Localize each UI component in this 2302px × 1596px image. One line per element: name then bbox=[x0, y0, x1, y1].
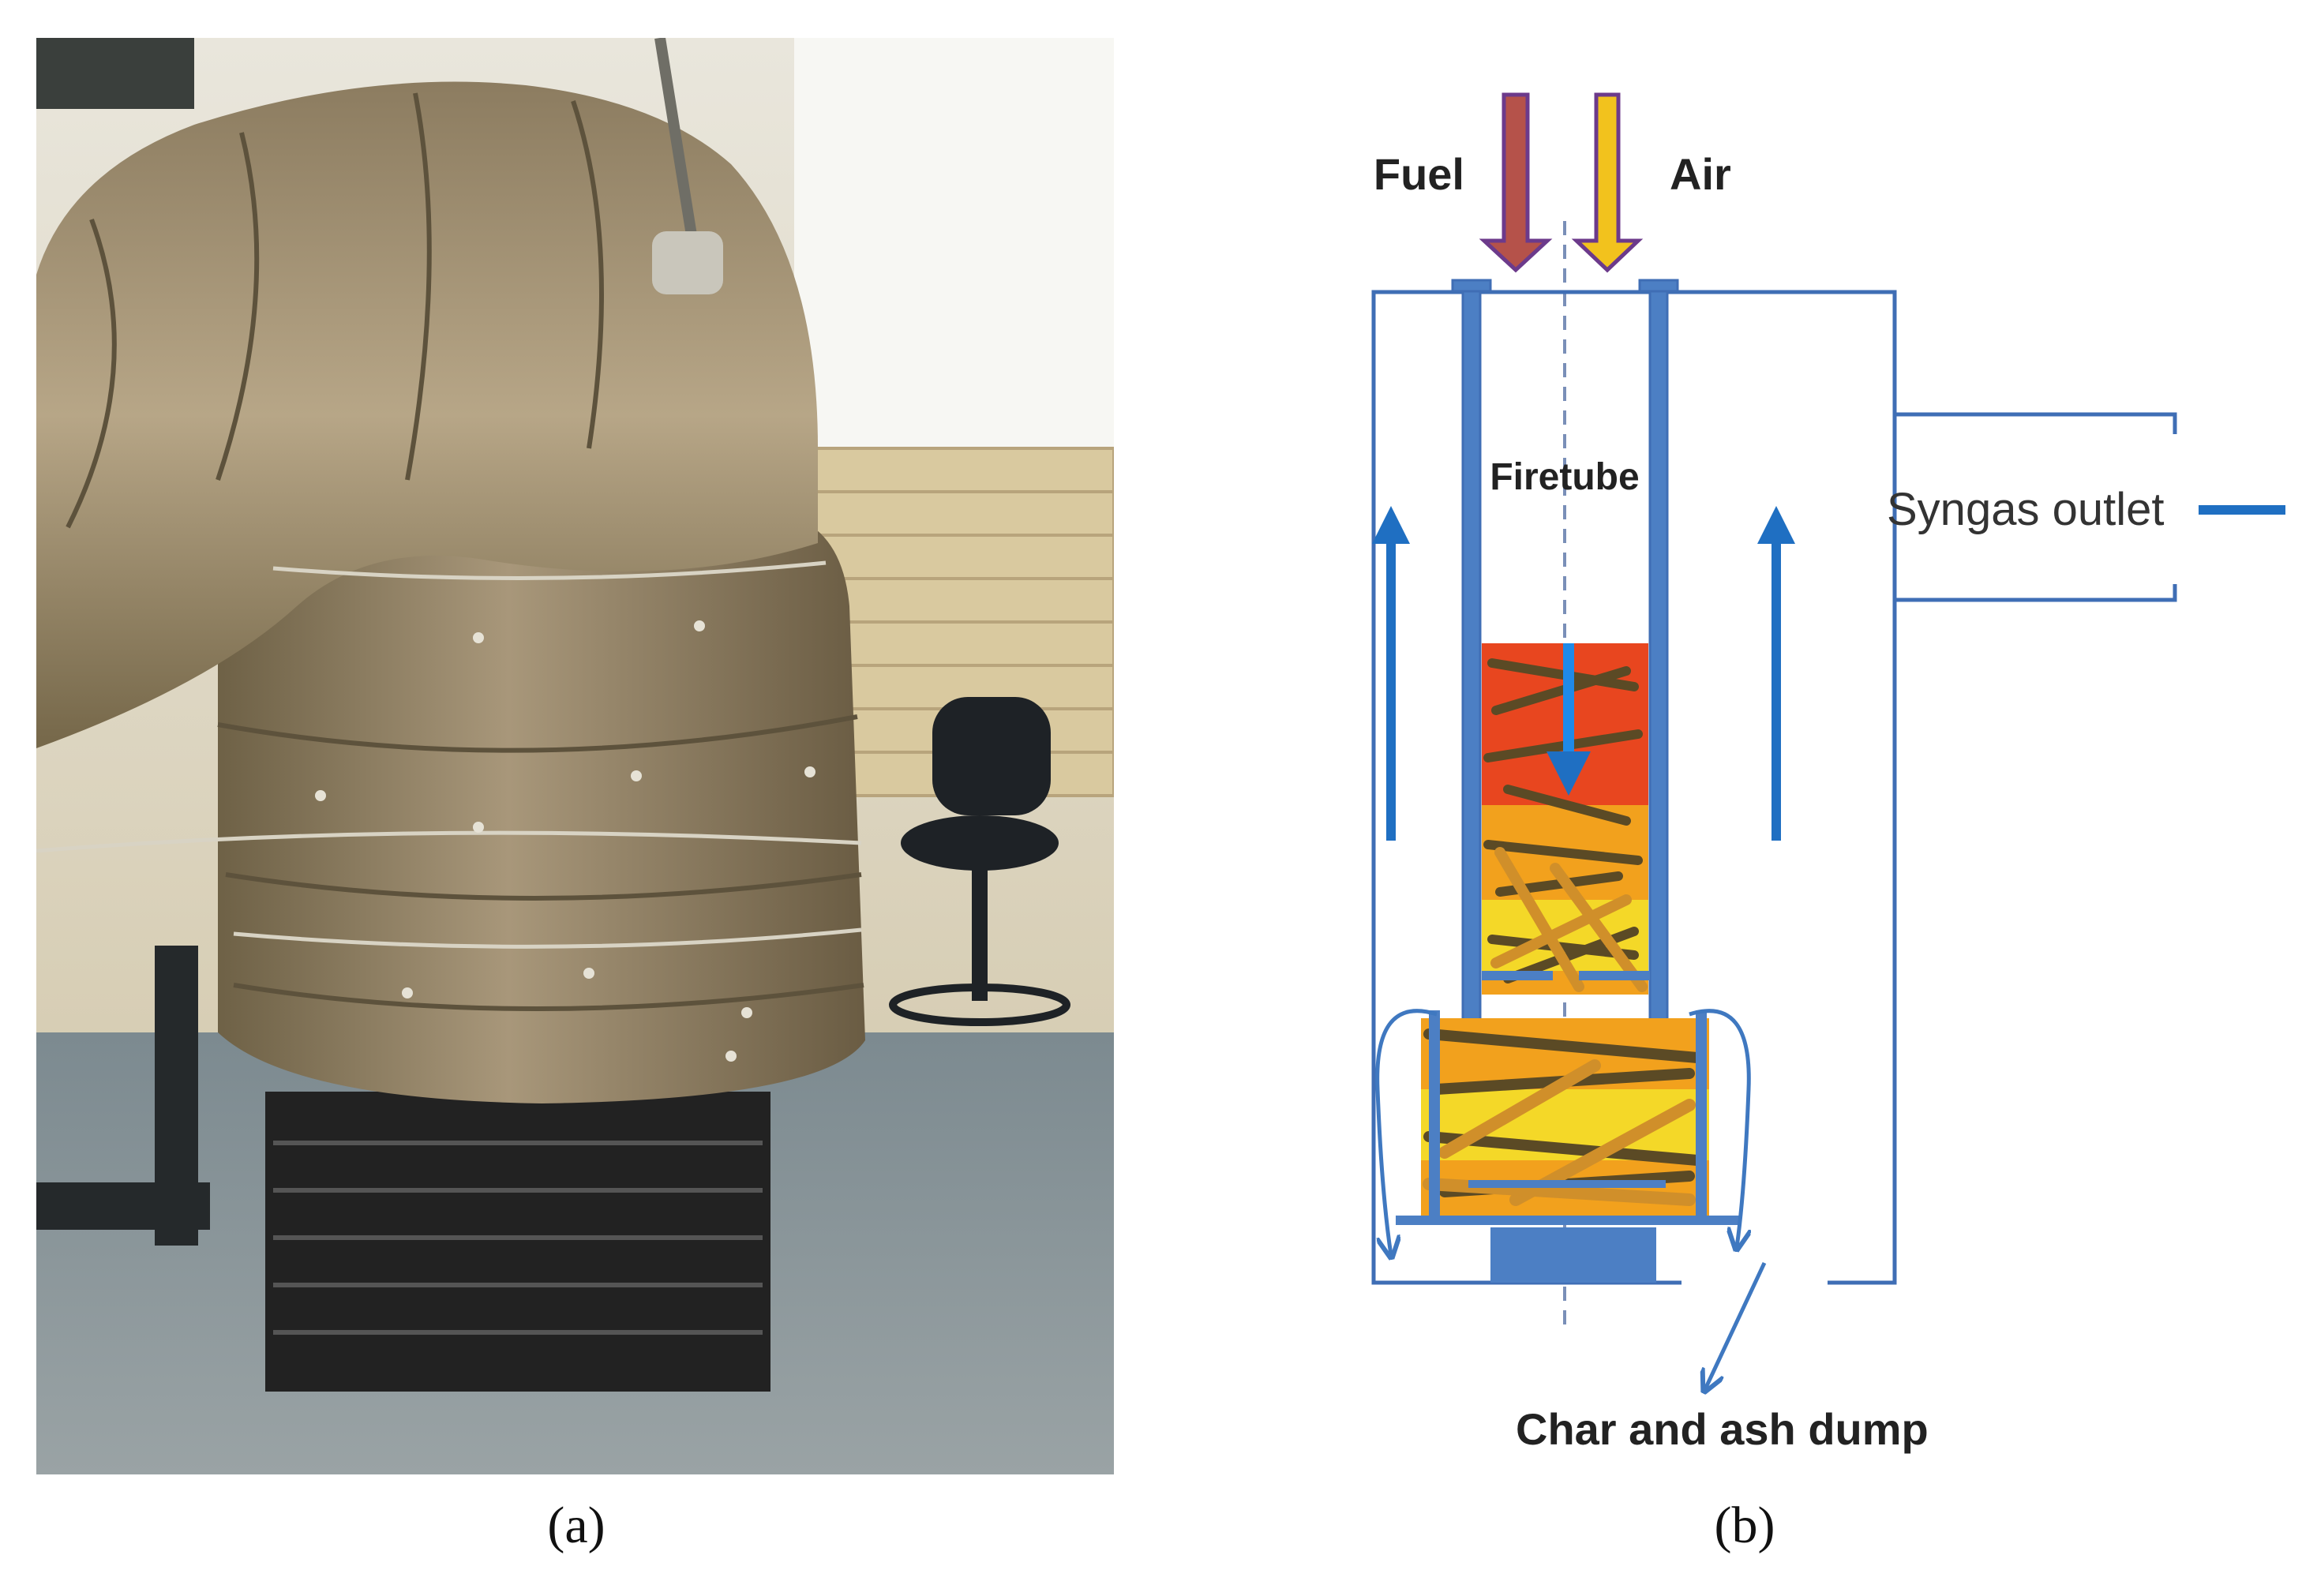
air-inlet-arrow bbox=[1571, 92, 1644, 273]
caption-b: (b) bbox=[1714, 1497, 1775, 1554]
gasifier-photo bbox=[36, 36, 1115, 1474]
caption-a: (a) bbox=[547, 1497, 605, 1554]
background-machinery bbox=[36, 38, 194, 109]
bottom-grate bbox=[1396, 1010, 1739, 1225]
ash-plenum bbox=[1490, 1227, 1656, 1283]
fuel-inlet-arrow bbox=[1479, 92, 1553, 273]
rivets bbox=[315, 620, 815, 1062]
insulated-body bbox=[217, 511, 865, 1103]
syngas-outlet-label: Syngas outlet bbox=[1887, 484, 2164, 535]
gasifier-schematic: Fuel Air Syngas outlet Firetube bbox=[1184, 63, 2289, 1500]
firetube-label: Firetube bbox=[1490, 456, 1639, 498]
char-dump-arrow bbox=[1705, 1261, 1767, 1389]
strap-bands bbox=[36, 560, 862, 949]
gas-path-arrow-left bbox=[1375, 1009, 1438, 1255]
quilt-seams bbox=[66, 92, 864, 1011]
office-chair bbox=[889, 697, 1070, 1026]
char-ash-dump-label: Char and ash dump bbox=[1516, 1404, 1929, 1454]
air-label: Air bbox=[1670, 149, 1731, 199]
gasifier-stand bbox=[265, 1092, 770, 1392]
inner-grate bbox=[1482, 971, 1650, 980]
insulated-pipe bbox=[36, 81, 818, 749]
window-light bbox=[794, 38, 1114, 448]
gas-path-arrow-right bbox=[1689, 1009, 1749, 1247]
fuel-label: Fuel bbox=[1374, 149, 1464, 199]
sensor-fitting bbox=[652, 36, 723, 294]
syngas-outlet-duct bbox=[1895, 412, 2175, 602]
